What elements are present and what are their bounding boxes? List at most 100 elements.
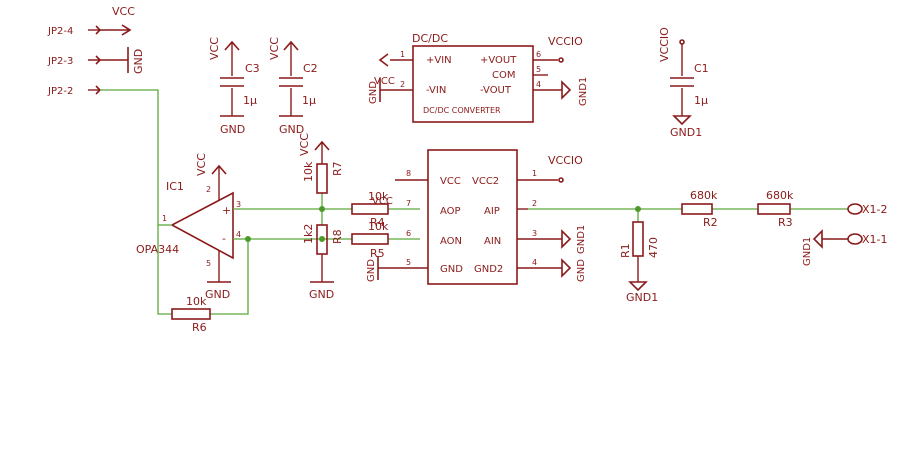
connector-x1-1[interactable]: GND1 X1-1 [802, 229, 888, 266]
iso-pin-4-num: 4 [532, 258, 537, 267]
c1-value: 1µ [694, 94, 708, 107]
iso-pin-4-label: GND2 [474, 264, 503, 275]
connector-jp2-2[interactable]: JP2-2 [47, 85, 102, 97]
c2-value: 1µ [302, 94, 316, 107]
iso-pin-7-num: 7 [406, 199, 411, 208]
dcdc-converter[interactable]: DC/DC DC/DC CONVERTER 1 +VIN VCC 2 -VIN … [368, 32, 589, 123]
x1-2-label: X1-2 [862, 203, 888, 216]
connector-jp2-4[interactable]: JP2-4 VCC [47, 5, 135, 37]
iso-pin-6-num: 6 [406, 229, 411, 238]
gnd1-symbol-icon [561, 258, 572, 278]
resistor-r1[interactable]: R1 470 GND1 [619, 221, 660, 304]
gnd1-symbol-icon [561, 80, 572, 100]
jp2-4-label: JP2-4 [47, 26, 73, 37]
r1-name: R1 [619, 243, 632, 258]
opamp-ic1[interactable]: IC1 OPA344 + - VCC 2 5 GND 3 4 1 [136, 153, 241, 301]
gnd1-symbol-icon [628, 281, 648, 292]
resistor-r7[interactable]: VCC 10k R7 [298, 133, 344, 194]
ic1-pin-4: 4 [236, 230, 241, 239]
vccio-label-dcdc: VCCIO [548, 35, 583, 48]
gnd-label-r8: GND [309, 288, 334, 301]
vcc-label-jp2-4: VCC [112, 5, 135, 18]
iso-pin-8-label: VCC [440, 176, 461, 187]
dcdc-title: DC/DC [412, 32, 448, 45]
vcc-label-c3: VCC [208, 37, 221, 60]
dcdc-body-label: DC/DC CONVERTER [423, 106, 501, 115]
vccio-terminal-icon [679, 39, 685, 45]
iso-pin-8-num: 8 [406, 169, 411, 178]
r3-name: R3 [778, 216, 793, 229]
opamp-minus-sign: - [222, 232, 226, 245]
c3-name: C3 [245, 62, 260, 75]
dcdc-pin-1-num: 1 [400, 50, 405, 59]
iso-pin-3-label: AIN [484, 236, 501, 247]
dcdc-pin-6-label: +VOUT [480, 55, 517, 66]
connector-jp2-3[interactable]: JP2-3 GND [47, 47, 145, 74]
connector-x1-2[interactable]: X1-2 [847, 203, 888, 216]
iso-pin-3-num: 3 [532, 229, 537, 238]
iso-pin-1-num: 1 [532, 169, 537, 178]
pin-arrow-icon [95, 55, 102, 65]
ic1-name: IC1 [166, 180, 184, 193]
ic1-pin-3: 3 [236, 200, 241, 209]
jp2-2-label: JP2-2 [47, 86, 73, 97]
vcc-label-ic1: VCC [195, 153, 208, 176]
gnd1-symbol-icon [672, 115, 692, 126]
gnd-label-iso-4: GND [576, 259, 587, 282]
gnd1-label-iso-3: GND1 [576, 225, 587, 254]
vccio-label-iso: VCCIO [548, 154, 583, 167]
vccio-terminal-icon [558, 57, 564, 63]
resistor-r3[interactable]: 680k R3 [757, 189, 794, 229]
r4-value: 10k [368, 190, 389, 203]
resistor-r5[interactable]: 10k R5 [351, 220, 389, 260]
vcc-arrow-icon [121, 24, 132, 36]
r7-value: 10k [302, 161, 315, 182]
gnd1-label-dcdc: GND1 [578, 77, 589, 106]
vcc-arrow-icon [211, 164, 227, 175]
r1-value: 470 [647, 237, 660, 258]
r8-value: 1k2 [302, 224, 315, 244]
resistor-r2[interactable]: 680k R2 [681, 189, 718, 229]
vcc-label-iso: VCC [372, 196, 393, 207]
resistor-r6[interactable]: 10k R6 [171, 295, 211, 334]
gnd-label-c2: GND [279, 123, 304, 136]
r8-name: R8 [331, 229, 344, 244]
opamp-triangle-icon [170, 191, 234, 260]
r5-name: R5 [370, 247, 385, 260]
iso-pin-6-label: AON [440, 236, 462, 247]
vccio-label-c1: VCCIO [658, 27, 671, 62]
c2-name: C2 [303, 62, 318, 75]
opamp-plus-sign: + [222, 204, 231, 217]
dcdc-pin-4-num: 4 [536, 80, 541, 89]
gnd1-label-r1: GND1 [626, 291, 658, 304]
ic1-pin-5: 5 [206, 259, 211, 268]
vcc-label-c2: VCC [268, 37, 281, 60]
r5-value: 10k [368, 220, 389, 233]
resistor-r8[interactable]: 1k2 R8 GND [302, 224, 344, 301]
gnd-label-ic1: GND [205, 288, 230, 301]
r6-name: R6 [192, 321, 207, 334]
resistor-r4[interactable]: 10k R4 [351, 190, 389, 229]
capacitor-c2[interactable]: VCC C2 1µ GND [268, 37, 318, 136]
vcc-label-dcdc: VCC [374, 76, 395, 87]
gnd-label-iso: GND [366, 259, 377, 282]
c3-value: 1µ [243, 94, 257, 107]
ic1-pin-1: 1 [162, 214, 167, 223]
gnd1-label-c1: GND1 [670, 126, 702, 139]
capacitor-c3[interactable]: VCC C3 1µ GND [208, 37, 260, 136]
gnd1-label-x1: GND1 [802, 237, 813, 266]
gnd1-symbol-icon [812, 229, 823, 249]
r7-name: R7 [331, 161, 344, 176]
gnd-label-c3: GND [220, 123, 245, 136]
dcdc-pin-6-num: 6 [536, 50, 541, 59]
nets [100, 89, 848, 315]
ic1-pin-2: 2 [206, 185, 211, 194]
r6-value: 10k [186, 295, 207, 308]
iso-pin-5-label: GND [440, 264, 463, 275]
capacitor-c1[interactable]: VCCIO C1 1µ GND1 [658, 27, 709, 139]
dcdc-pin-1-label: +VIN [426, 55, 452, 66]
isolation-amplifier[interactable]: 8 VCC VCC 7 AOP 6 AON 5 GND GND 1 VCC2 V… [366, 149, 587, 285]
r2-name: R2 [703, 216, 718, 229]
iso-pin-2-label: AIP [484, 206, 500, 217]
dcdc-pin-4-label: -VOUT [480, 85, 512, 96]
